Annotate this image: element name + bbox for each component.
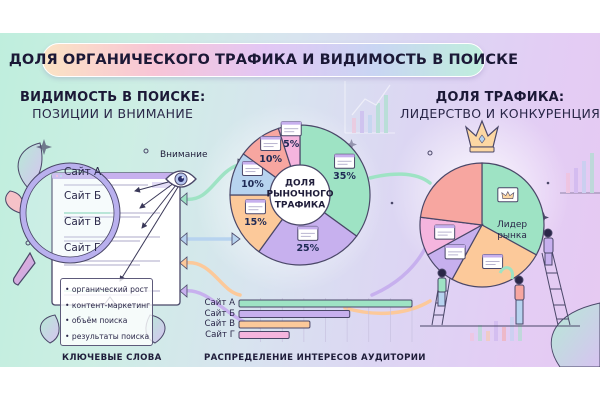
bar-category-label: Сайт В <box>204 319 236 329</box>
pie-percent-label: 15% <box>244 216 267 228</box>
person-climber-left <box>437 268 447 307</box>
title-banner: ДОЛЯ ОРГАНИЧЕСКОГО ТРАФИКА И ВИДИМОСТЬ В… <box>9 43 518 77</box>
bar-category-label: Сайт Г <box>205 329 235 340</box>
search-result-site-b: Сайт Б <box>64 190 102 202</box>
search-result-site-g: Сайт Г <box>64 242 101 254</box>
crown-mini-icon <box>501 191 515 200</box>
infographic-canvas: ДОЛЯ ОРГАНИЧЕСКОГО ТРАФИКА И ВИДИМОСТЬ В… <box>0 33 600 367</box>
decor-chart-top <box>344 81 395 134</box>
magnifier-icon <box>12 162 121 286</box>
pie-percent-label: 5% <box>283 138 300 150</box>
browser-window-icon-bar <box>242 161 263 165</box>
page-title: ДОЛЯ ОРГАНИЧЕСКОГО ТРАФИКА И ВИДИМОСТЬ В… <box>8 52 519 68</box>
attention-arrows <box>119 180 179 282</box>
eye-icon <box>165 170 197 188</box>
person-center <box>498 266 525 325</box>
bar-category-label: Сайт Б <box>204 308 236 319</box>
left-heading-title: ВИДИМОСТЬ В ПОИСКЕ: <box>20 90 206 105</box>
right-heading-subtitle: ЛИДЕРСТВО И КОНКУРЕНЦИЯ <box>400 106 600 121</box>
leaf-decor-right <box>550 302 600 367</box>
browser-window-icon-bar <box>434 225 455 229</box>
eye-label: Внимание <box>160 150 208 160</box>
audience-bar-chart <box>238 298 413 342</box>
crown-icon <box>464 119 500 153</box>
keywords-box: • органический рост • контент-маркетинг … <box>60 278 153 346</box>
keywords-caption: КЛЮЧЕВЫЕ СЛОВА <box>62 353 162 363</box>
bar-category-label: Сайт А <box>204 298 235 308</box>
search-result-site-a: Сайт А <box>64 166 102 178</box>
leader-label: Лидер рынка <box>497 220 528 241</box>
browser-window-icon-bar <box>245 199 266 203</box>
pie-center-label: ДОЛЯ РЫНОЧНОГО ТРАФИКА <box>266 178 334 211</box>
keyword-item: • контент-маркетинг <box>65 300 151 310</box>
right-heading: ДОЛЯ ТРАФИКА: ЛИДЕРСТВО И КОНКУРЕНЦИЯ <box>400 90 600 121</box>
leader-pie-slice <box>419 162 483 226</box>
browser-window-icon-bar <box>445 244 466 248</box>
keyword-item: • результаты поиска <box>65 331 150 341</box>
browser-window-icon-bar <box>281 121 302 125</box>
bar <box>238 310 351 318</box>
bar <box>238 299 413 308</box>
pie-percent-label: 25% <box>296 243 320 255</box>
decor-chart-bottom <box>470 309 522 341</box>
browser-window-icon-bar <box>260 136 281 140</box>
pie-percent-label: 35% <box>333 171 356 183</box>
left-heading: ВИДИМОСТЬ В ПОИСКЕ: ПОЗИЦИИ И ВНИМАНИЕ <box>20 90 205 121</box>
decor-chart-right <box>560 153 600 194</box>
browser-window-icon-bar <box>482 254 503 258</box>
keyword-item: • органический рост <box>65 285 149 294</box>
left-heading-subtitle: ПОЗИЦИИ И ВНИМАНИЕ <box>32 106 194 121</box>
bar <box>238 331 290 339</box>
bar <box>238 320 311 329</box>
person-climber-right <box>543 228 554 266</box>
keyword-item: • объём поиска <box>65 316 128 325</box>
bar-chart-caption: РАСПРЕДЕЛЕНИЕ ИНТЕРЕСОВ АУДИТОРИИ <box>204 353 426 363</box>
search-result-site-v: Сайт В <box>64 216 102 228</box>
browser-window-icon-bar <box>334 154 355 158</box>
pie-percent-label: 10% <box>259 153 282 165</box>
pie-percent-label: 10% <box>241 178 264 190</box>
browser-window-icon-bar <box>297 226 318 230</box>
leader-pie <box>419 162 545 288</box>
pie-slice <box>299 124 371 237</box>
right-heading-title: ДОЛЯ ТРАФИКА: <box>435 90 565 105</box>
leader-pie-slice <box>481 162 545 256</box>
pie-center-disc <box>269 164 331 226</box>
